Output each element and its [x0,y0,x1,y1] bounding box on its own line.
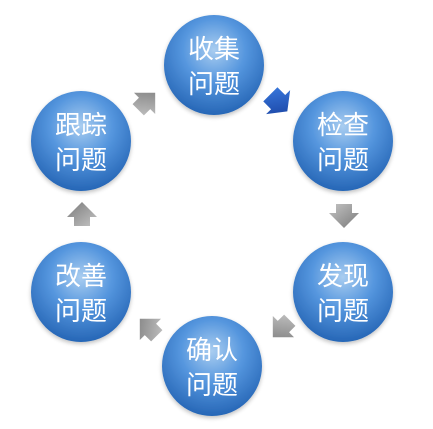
arrow-confirm-to-improve [139,318,163,342]
node-confirm: 确认 问题 [162,316,262,416]
node-find-line2: 问题 [317,297,369,327]
node-improve-line1: 改善 [55,262,107,292]
arrow-check-to-find [329,204,359,228]
node-check-line1: 检查 [317,111,369,141]
node-collect: 收集 问题 [164,15,264,115]
node-find: 发现 问题 [293,242,393,342]
node-collect-line2: 问题 [188,70,240,100]
arrow-improve-to-track [67,202,97,226]
node-check: 检查 问题 [293,91,393,191]
node-track-line1: 跟踪 [55,111,107,141]
node-collect-line1: 收集 [188,35,240,65]
node-improve: 改善 问题 [31,242,131,342]
node-track-line2: 问题 [55,146,107,176]
arrow-track-to-collect [132,92,156,116]
arrow-collect-to-check [263,87,291,115]
node-find-line1: 发现 [317,262,369,292]
node-confirm-line2: 问题 [186,371,238,401]
node-improve-line2: 问题 [55,297,107,327]
node-track: 跟踪 问题 [31,91,131,191]
node-check-line2: 问题 [317,146,369,176]
node-confirm-line1: 确认 [186,336,238,366]
arrow-find-to-confirm [272,314,296,338]
